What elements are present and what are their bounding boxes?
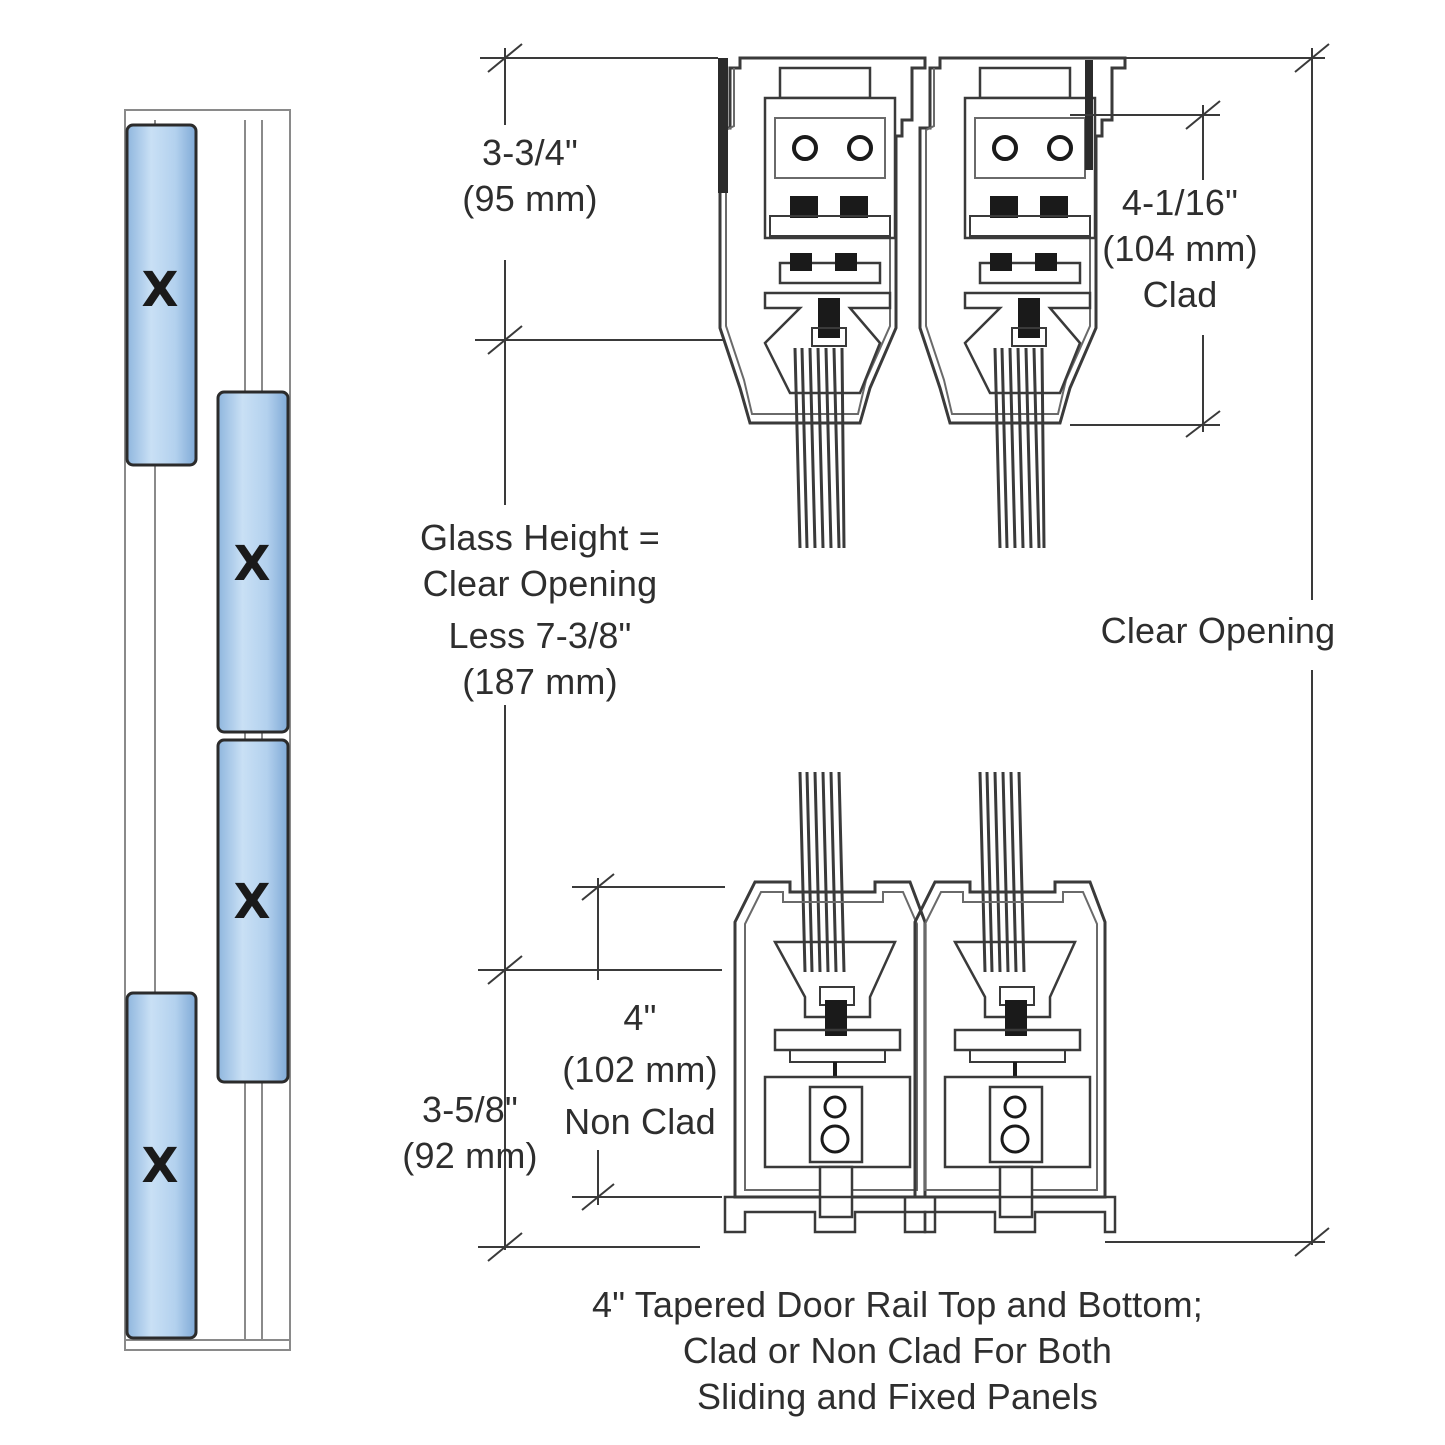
bottom-non-clad-dimension-label: 4" (102 mm) Non Clad xyxy=(545,992,735,1148)
bottom-rail-imperial: 3-5/8" xyxy=(421,1089,519,1130)
bottom-non-clad-imperial: 4" xyxy=(623,997,657,1038)
glass-panel-1 xyxy=(125,123,198,467)
glass-panel-4 xyxy=(125,991,198,1340)
bottom-rail-dimension-label: 3-5/8" (92 mm) xyxy=(385,1087,555,1179)
panel-mark-4: X xyxy=(141,1138,179,1194)
dimension-lines xyxy=(475,43,1330,1262)
bottom-rail-sections xyxy=(723,770,1117,1234)
glass-panel-3 xyxy=(216,738,290,1084)
caption-line1: 4" Tapered Door Rail Top and Bottom; xyxy=(591,1284,1203,1325)
top-rail-metric: (95 mm) xyxy=(462,178,598,219)
glass-height-line2: Clear Opening xyxy=(422,563,658,604)
top-rail-imperial: 3-3/4" xyxy=(481,132,579,173)
glass-panel-2 xyxy=(216,390,290,734)
caption-line2: Clad or Non Clad For Both xyxy=(682,1330,1113,1371)
glass-height-line1: Glass Height = xyxy=(420,517,660,558)
top-clad-imperial: 4-1/16" xyxy=(1121,182,1239,223)
top-clad-dimension-label: 4-1/16" (104 mm) Clad xyxy=(1090,180,1270,318)
panel-mark-1: X xyxy=(141,262,179,318)
glass-height-line3: Less 7-3/8" xyxy=(448,615,632,656)
diagram-caption: 4" Tapered Door Rail Top and Bottom; Cla… xyxy=(560,1282,1235,1420)
caption-line3: Sliding and Fixed Panels xyxy=(696,1376,1099,1417)
glass-height-label: Glass Height = Clear Opening Less 7-3/8"… xyxy=(405,515,675,705)
panel-top-view xyxy=(124,109,291,1351)
bottom-rail-metric: (92 mm) xyxy=(402,1135,538,1176)
panel-mark-2: X xyxy=(233,536,271,592)
top-clad-note: Clad xyxy=(1142,274,1218,315)
top-rail-sections xyxy=(718,56,1127,550)
top-rail-dimension-label: 3-3/4" (95 mm) xyxy=(440,130,620,222)
bottom-non-clad-note: Non Clad xyxy=(564,1101,716,1142)
clear-opening-label: Clear Opening xyxy=(1100,610,1336,651)
top-clad-metric: (104 mm) xyxy=(1102,228,1258,269)
bottom-non-clad-metric: (102 mm) xyxy=(562,1049,718,1090)
glass-height-line4: (187 mm) xyxy=(462,661,618,702)
panel-mark-3: X xyxy=(233,874,271,930)
